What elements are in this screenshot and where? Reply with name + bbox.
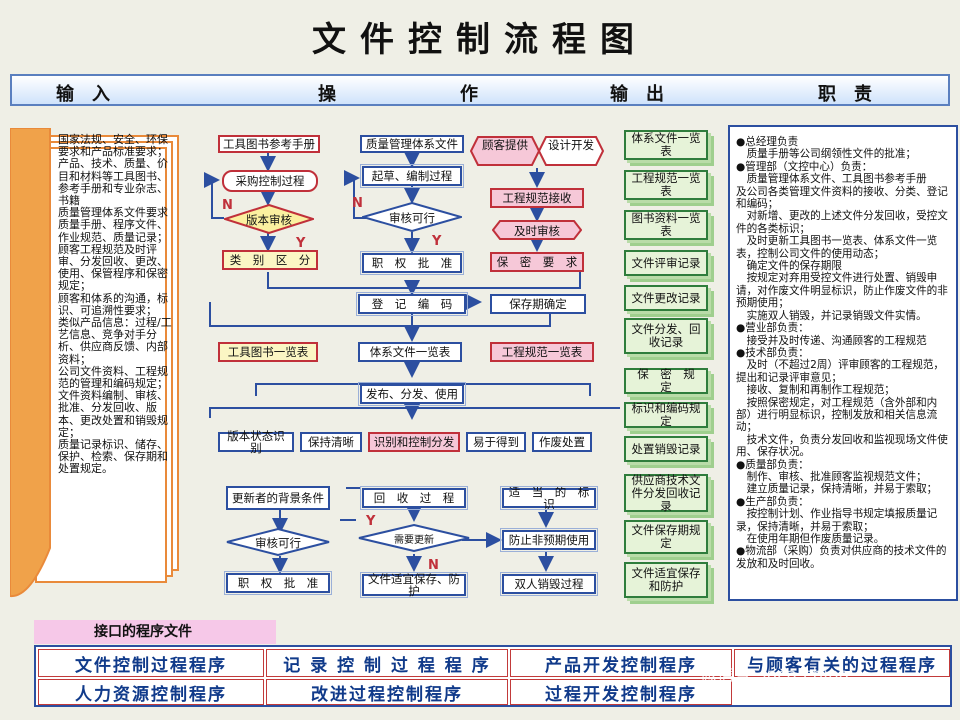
procedure-cell[interactable]: 改进过程控制程序 [266, 679, 508, 705]
output-record-card: 保 密 规 定 [624, 368, 708, 394]
qms-documents: 质量管理体系文件 [360, 135, 464, 153]
header-output: 输 出 [610, 84, 664, 105]
retention-period: 保存期确定 [490, 294, 586, 314]
page-title: 文件控制流程图 [312, 20, 648, 60]
identify-control-distribute: 识别和控制分发 [368, 432, 460, 452]
header-duty: 职 责 [818, 84, 872, 105]
procedure-cell[interactable]: 文件控制过程程序 [38, 649, 264, 677]
output-record-card: 标识和编码规定 [624, 402, 708, 428]
header-operation-2: 作 [460, 84, 478, 105]
output-record-card: 图书资料一览表 [624, 210, 708, 240]
proper-storage-protection: 文件适宜保存、防护 [360, 572, 468, 598]
design-development-label: 设计开发 [548, 138, 594, 152]
output-record-card: 文件保存期规定 [624, 520, 708, 554]
label-n-1: N [222, 198, 233, 213]
recall-process: 回 收 过 程 [360, 486, 468, 510]
responsibility-panel [728, 125, 958, 601]
responsibility-text: ●总经理负责 质量手册等公司纲领性文件的批准； ●管理部（文控中心）负责： 质量… [736, 136, 948, 570]
engineering-spec-receive: 工程规范接收 [490, 188, 584, 208]
output-record-card: 处置销毁记录 [624, 436, 708, 462]
engineering-spec-list: 工程规范一览表 [490, 342, 594, 362]
input-requirements-text: 国家法规、安全、环保要求和产品标准要求； 产品、技术、质量、价目和材料等工具图书… [58, 133, 172, 476]
tool-book-list: 工具图书一览表 [218, 342, 318, 362]
publish-distribute-use: 发布、分发、使用 [358, 382, 466, 406]
interface-procedures-table: 文件控制过程程序 记 录 控 制 过 程 程 序 产品开发控制程序 与顾客有关的… [34, 645, 952, 707]
label-y-2: Y [432, 234, 442, 249]
version-review-label: 版本审核 [246, 213, 292, 227]
proper-marking: 适 当 的 标 识 [500, 486, 601, 510]
updater-background: 更新者的背景条件 [226, 486, 330, 510]
draft-compile-process: 起草、编制过程 [360, 164, 464, 188]
void-disposal: 作废处置 [532, 432, 592, 452]
header-operation-1: 操 [318, 84, 336, 105]
column-header-bar: 输 入 操 作 输 出 职 责 [10, 74, 950, 106]
label-y-1: Y [296, 236, 306, 251]
authority-approval-2: 职 权 批 准 [224, 571, 332, 595]
system-document-list: 体系文件一览表 [358, 342, 462, 362]
label-y-3: Y [366, 514, 376, 529]
flow-connectors [204, 150, 620, 574]
output-record-card: 文件适宜保存和防护 [624, 562, 708, 598]
interface-procedures-tab: 接口的程序文件 [34, 620, 276, 644]
header-input: 输 入 [56, 84, 110, 105]
easy-to-obtain: 易于得到 [466, 432, 526, 452]
design-development-shape: 设计开发 [538, 136, 604, 166]
timely-review-shape: 及时审核 [492, 220, 582, 240]
output-record-card: 供应商技术文件分发回收记录 [624, 473, 708, 512]
wechat-watermark: 微信号: iaca-china [700, 665, 850, 685]
customer-provide-shape: 顾客提供 [470, 136, 540, 166]
register-encode: 登 记 编 码 [356, 292, 468, 316]
review-feasible-2-decision: 审核可行 [226, 528, 330, 556]
procurement-control-process: 采购控制过程 [222, 170, 318, 192]
customer-provide-label: 顾客提供 [482, 138, 528, 152]
procedure-cell[interactable]: 过程开发控制程序 [510, 679, 732, 705]
output-record-card: 文件分发、回收记录 [624, 318, 708, 354]
keep-clear: 保持清晰 [300, 432, 362, 452]
need-update-label: 需要更新 [394, 535, 434, 546]
procedure-cell[interactable]: 产品开发控制程序 [510, 649, 732, 677]
tool-reference-manual: 工具图书参考手册 [218, 135, 320, 153]
review-feasible-decision: 审核可行 [362, 202, 462, 232]
procedure-cell[interactable]: 人力资源控制程序 [38, 679, 264, 705]
output-record-card: 体系文件一览表 [624, 130, 708, 160]
dual-person-destroy: 双人销毁过程 [500, 572, 598, 596]
timely-review-label: 及时审核 [514, 224, 560, 238]
label-n-2: N [352, 196, 363, 211]
confidentiality-requirement: 保 密 要 求 [490, 252, 584, 272]
input-panel-shape [10, 128, 179, 598]
review-feasible-2-label: 审核可行 [255, 536, 301, 550]
output-record-card: 文件评审记录 [624, 250, 708, 276]
version-status-identify: 版本状态识别 [218, 430, 294, 454]
label-n-3: N [428, 558, 439, 573]
prevent-unintended-use: 防止非预期使用 [500, 528, 598, 552]
procedure-cell[interactable]: 与顾客有关的过程程序 [734, 649, 950, 677]
output-record-card: 工程规范一览表 [624, 170, 708, 200]
review-feasible-label: 审核可行 [389, 211, 435, 225]
authority-approval: 职 权 批 准 [360, 251, 464, 275]
procedure-cell[interactable]: 记 录 控 制 过 程 程 序 [266, 649, 508, 677]
version-review-decision: 版本审核 [224, 204, 314, 234]
output-record-card: 文件更改记录 [624, 285, 708, 311]
category-distinguish: 类 别 区 分 [222, 250, 318, 270]
need-update-decision: 需要更新 [358, 524, 470, 552]
